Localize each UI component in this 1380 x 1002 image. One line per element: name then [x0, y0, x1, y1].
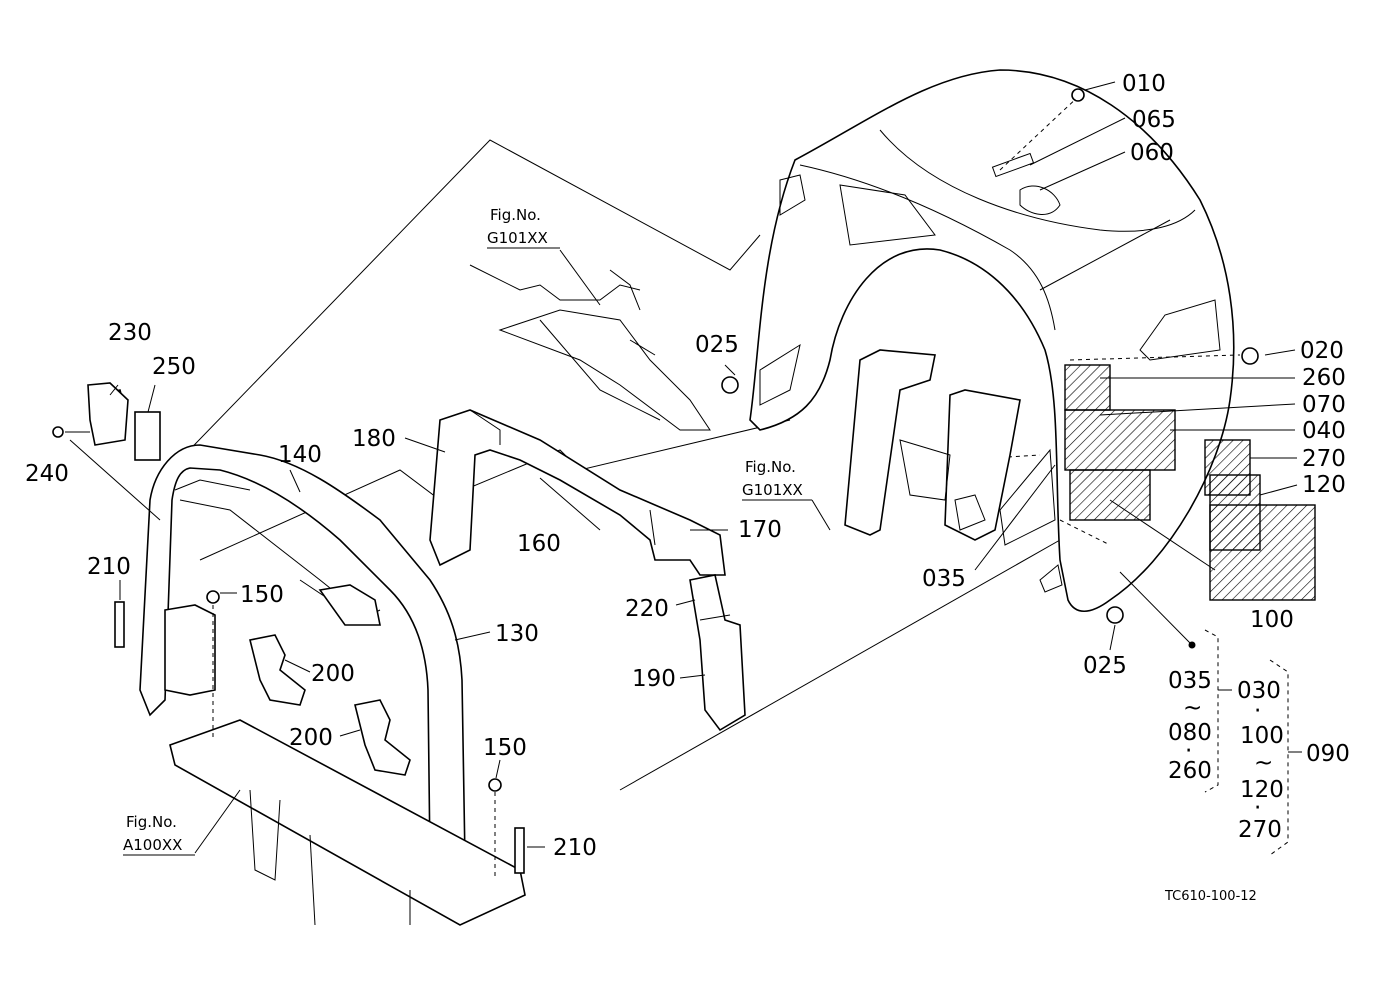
legend-group1-range: ~: [1183, 695, 1202, 721]
part-200a-body: [249, 634, 306, 706]
part-210a-body: [114, 601, 125, 648]
callout-040: 040: [1302, 418, 1346, 444]
set-legend: 035 ~ 080 · 260 030 · 100 ~ 120 · 270 09…: [1168, 629, 1350, 856]
assembly-boundary-lower: [619, 539, 1061, 791]
rops-frame: [139, 444, 466, 871]
fig-ref-code: A100XX: [123, 836, 182, 854]
callout-270: 270: [1302, 446, 1346, 472]
callout-065: 065: [1132, 107, 1176, 133]
bolt-020: [1241, 347, 1259, 365]
callout-170: 170: [738, 517, 782, 543]
fig-ref-code: G101XX: [487, 229, 548, 247]
figure-code: TC610-100-12: [1164, 889, 1257, 904]
fig-ref-a100: Fig.No. A100XX: [123, 813, 195, 856]
legend-result: 090: [1306, 741, 1350, 767]
callout-060: 060: [1130, 140, 1174, 166]
callout-010: 010: [1122, 71, 1166, 97]
callout-150-upper: 150: [240, 582, 284, 608]
legend-group2-start: 030: [1237, 678, 1281, 704]
decal-260: [1064, 364, 1111, 411]
assembly-boundary: [169, 139, 761, 471]
legend-group1-sep: ·: [1185, 738, 1192, 764]
decals: [1064, 364, 1316, 601]
bolt-240: [52, 426, 64, 438]
callout-200-upper: 200: [311, 661, 355, 687]
fig-ref-g101-top: Fig.No. G101XX: [487, 206, 560, 249]
bracket-assembly: [469, 264, 711, 431]
callout-210-right: 210: [553, 835, 597, 861]
legend-dot: [1188, 641, 1196, 649]
fig-ref-label: Fig.No.: [126, 813, 177, 831]
legend-group1-mid: 080: [1168, 720, 1212, 746]
callout-025-upper: 025: [695, 332, 739, 358]
legend-group2-range: ~: [1254, 750, 1273, 776]
legend-group1-start: 035: [1168, 668, 1212, 694]
callout-150-lower: 150: [483, 735, 527, 761]
callout-labels: 010 065 060 025 020 260 070 040 270 120 …: [25, 71, 1346, 861]
bolt-025a: [721, 376, 739, 394]
decal-lower: [1069, 469, 1151, 521]
bolt-025b: [1106, 606, 1124, 624]
base-plate: [169, 719, 526, 926]
bolt-150b: [488, 778, 502, 792]
callout-220: 220: [625, 596, 669, 622]
part-250-body: [134, 411, 161, 461]
callout-035: 035: [922, 566, 966, 592]
legend-group2-sep2: ·: [1254, 795, 1261, 821]
legend-group2-mid: 100: [1240, 723, 1284, 749]
callout-210-left: 210: [87, 554, 131, 580]
callout-140: 140: [278, 442, 322, 468]
leaders: [65, 81, 1298, 880]
fig-ref-g101-mid: Fig.No. G101XX: [742, 458, 812, 501]
legend-group2-sep1: ·: [1254, 698, 1261, 724]
bolt-150a: [206, 590, 220, 604]
callout-100: 100: [1250, 607, 1294, 633]
callout-260: 260: [1302, 365, 1346, 391]
callout-130: 130: [495, 621, 539, 647]
callout-200-lower: 200: [289, 725, 333, 751]
fig-ref-code: G101XX: [742, 481, 803, 499]
callout-250: 250: [152, 354, 196, 380]
part-200b-body: [354, 699, 411, 776]
fig-ref-label: Fig.No.: [490, 206, 541, 224]
callout-240: 240: [25, 461, 69, 487]
small-parts: [52, 88, 1259, 874]
assembly-boundary-left: [199, 419, 791, 561]
legend-group2-end: 270: [1238, 817, 1282, 843]
bolt-010: [1071, 88, 1085, 102]
legend-group2-mid2: 120: [1240, 777, 1284, 803]
mount-plates: [844, 349, 1021, 541]
callout-070: 070: [1302, 392, 1346, 418]
callout-025-lower: 025: [1083, 653, 1127, 679]
callout-190: 190: [632, 666, 676, 692]
fig-ref-label: Fig.No.: [745, 458, 796, 476]
cover-panels: [429, 409, 746, 732]
decal-070-040: [1064, 409, 1176, 471]
callout-120: 120: [1302, 472, 1346, 498]
legend-group1-end: 260: [1168, 758, 1212, 784]
part-210b-body: [514, 827, 525, 874]
callout-180: 180: [352, 426, 396, 452]
callout-160: 160: [517, 531, 561, 557]
callout-230: 230: [108, 320, 152, 346]
decal-100: [1209, 504, 1316, 601]
callout-020: 020: [1300, 338, 1344, 364]
